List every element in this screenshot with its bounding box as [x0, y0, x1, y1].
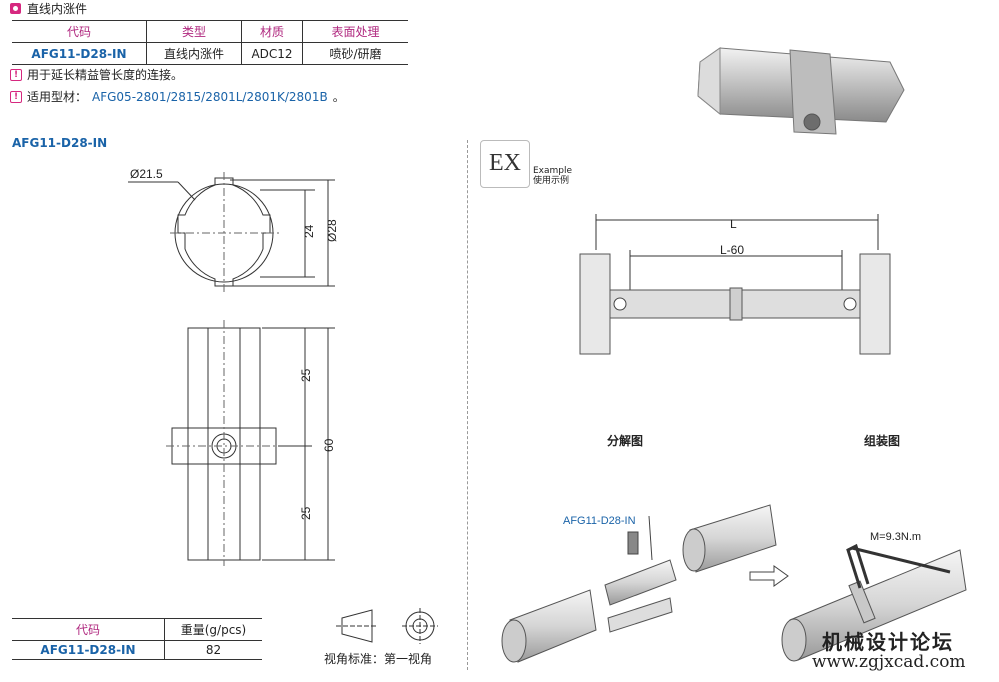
caption-exploded: 分解图	[607, 434, 644, 448]
table-row: AFG11-D28-IN 直线内涨件 ADC12 喷砂/研磨	[12, 42, 408, 65]
weight-cell-code: AFG11-D28-IN	[12, 640, 165, 660]
projection-symbol-icon	[336, 608, 438, 644]
assembly-illustration: AFG11-D28-IN M=9.3N.m	[501, 504, 967, 663]
watermark-cn: 机械设计论坛	[822, 630, 954, 654]
weight-header-weight: 重量(g/pcs)	[164, 618, 262, 641]
spec-cell-type: 直线内涨件	[146, 42, 242, 65]
note-profiles-suffix: 。	[332, 90, 345, 104]
note-usage: ! 用于延长精益管长度的连接。	[10, 66, 183, 83]
spec-header-material: 材质	[241, 20, 303, 43]
section-title: 直线内涨件	[27, 2, 88, 16]
example-label: Example 使用示例	[533, 166, 572, 186]
assembly-torque: M=9.3N.m	[870, 531, 921, 543]
example-dim-L: L	[730, 217, 737, 231]
caption-assembled: 组装图	[864, 434, 901, 448]
spec-cell-surface: 喷砂/研磨	[302, 42, 408, 65]
note-usage-text: 用于延长精益管长度的连接。	[27, 68, 184, 82]
section-header: 直线内涨件	[10, 0, 87, 17]
spec-header-surface: 表面处理	[302, 20, 408, 43]
section-bullet-icon	[10, 3, 21, 14]
spec-header-type: 类型	[146, 20, 242, 43]
dim-d2: 24	[302, 224, 316, 238]
projection-label: 视角标准：第一视角	[324, 652, 433, 666]
assembly-part-label: AFG11-D28-IN	[563, 515, 636, 527]
watermark-url: www.zgjxcad.com	[812, 652, 966, 672]
note-profiles-prefix: 适用型材：	[27, 90, 88, 104]
spec-table: 代码 类型 材质 表面处理 AFG11-D28-IN 直线内涨件 ADC12 喷…	[12, 20, 408, 65]
example-dim-L60: L-60	[720, 243, 744, 257]
note-profiles: ! 适用型材： AFG05-2801/2815/2801L/2801K/2801B…	[10, 88, 345, 105]
example-drawing: L L-60	[579, 214, 891, 355]
weight-header-code: 代码	[12, 618, 165, 641]
example-badge: EX	[480, 140, 530, 188]
example-label-cn: 使用示例	[533, 176, 570, 186]
dim-l2: 25	[299, 506, 313, 520]
divider	[467, 140, 468, 670]
note-profiles-value: AFG05-2801/2815/2801L/2801K/2801B	[92, 89, 328, 104]
spec-cell-code: AFG11-D28-IN	[12, 42, 147, 65]
warning-icon: !	[10, 90, 22, 103]
technical-drawing: Ø21.5 24 Ø28 25 25 60	[128, 167, 339, 566]
table-row: AFG11-D28-IN 82	[12, 640, 262, 660]
drawing-title: AFG11-D28-IN	[12, 136, 108, 150]
spec-header-code: 代码	[12, 20, 147, 43]
dim-l1: 25	[299, 368, 313, 382]
weight-cell-value: 82	[164, 640, 262, 660]
example-label-en: Example	[533, 166, 573, 176]
dim-d3: Ø28	[325, 219, 339, 242]
weight-table: 代码 重量(g/pcs) AFG11-D28-IN 82	[12, 618, 262, 660]
warning-icon: !	[10, 68, 22, 81]
product-image	[697, 47, 905, 135]
dim-d1: Ø21.5	[130, 167, 163, 181]
spec-cell-material: ADC12	[241, 42, 303, 65]
dim-total: 60	[322, 438, 336, 452]
